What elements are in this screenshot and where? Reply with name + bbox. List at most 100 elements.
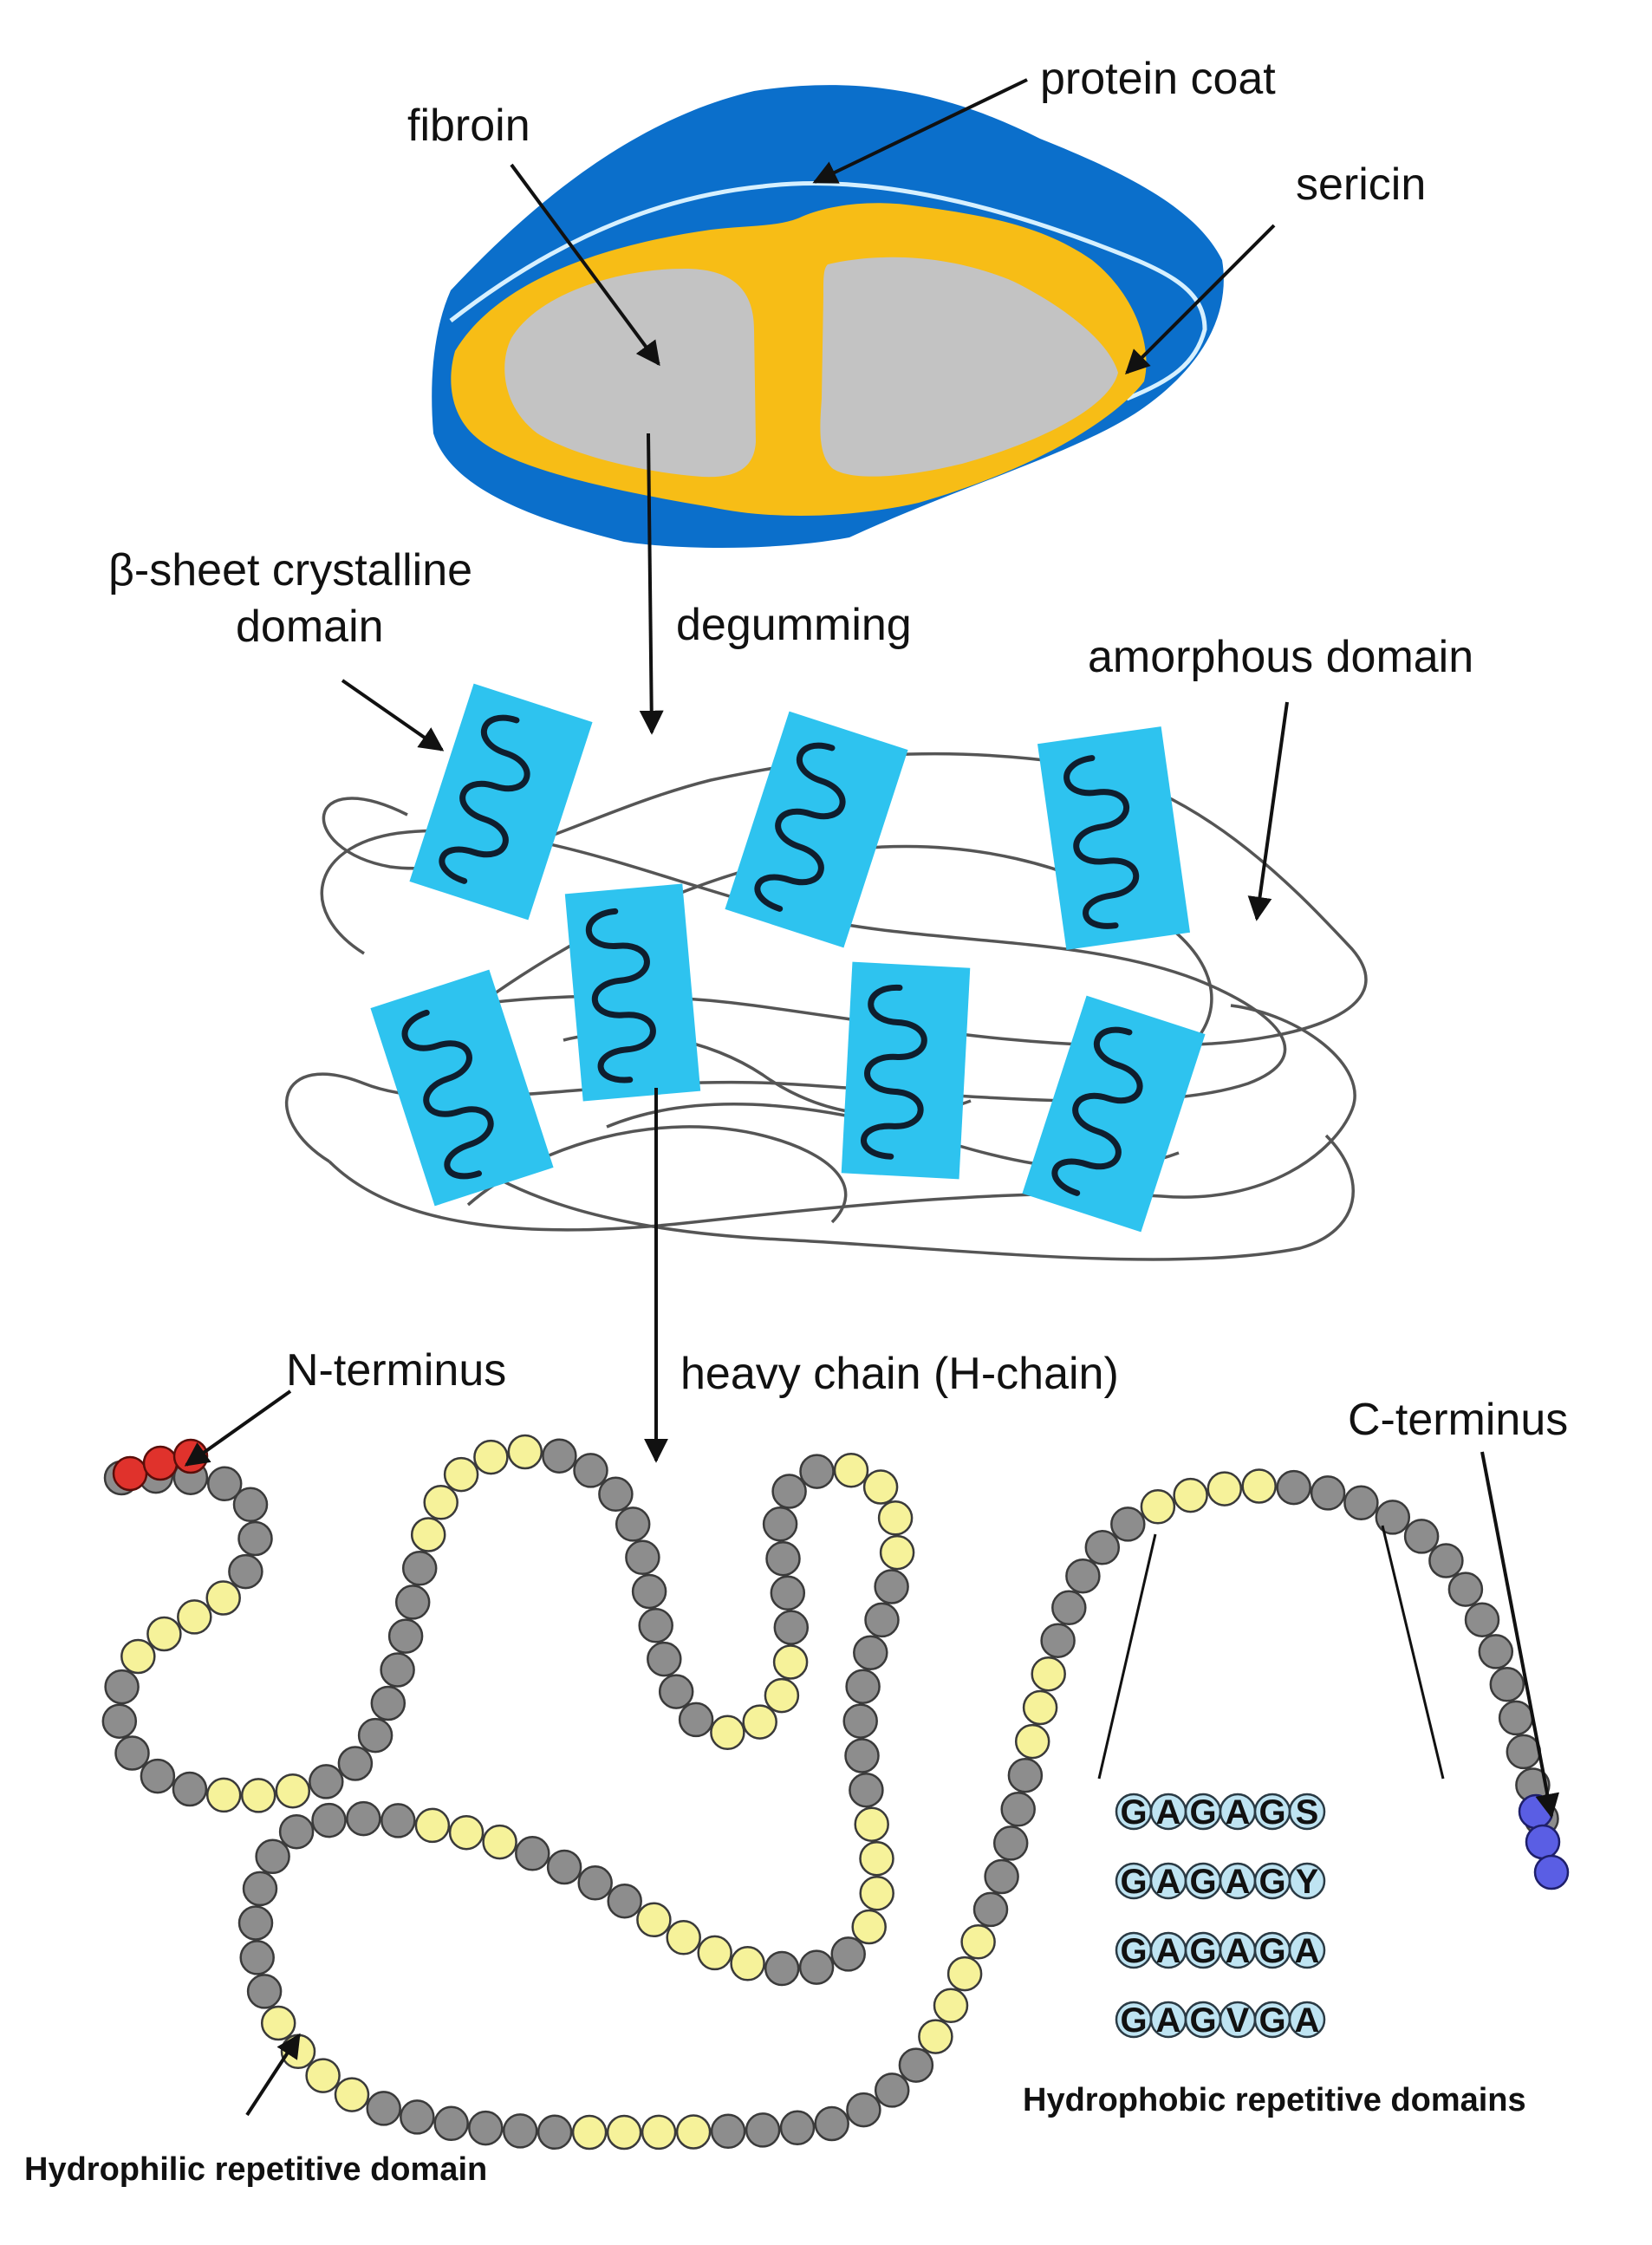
crystal-block: [564, 883, 701, 1102]
amino-acid-residue: [862, 1469, 899, 1505]
amino-acid-residue: [1014, 1723, 1050, 1760]
sequence-residue-letter: G: [1259, 1863, 1285, 1901]
amino-acid-residue: [448, 1814, 485, 1851]
hydrophilic-domain-caption: Hydrophilic repetitive domain: [24, 2151, 487, 2188]
arrows: [184, 78, 1560, 2117]
crystal-block: [370, 969, 554, 1207]
sericin-arrow: [1125, 224, 1276, 374]
amino-acid-residue: [114, 1735, 150, 1771]
amino-acid-residue: [410, 1517, 446, 1552]
degumming-arrow: [639, 433, 664, 735]
amino-acid-residue: [830, 1936, 866, 1972]
amino-acid-residue: [275, 1773, 311, 1809]
amino-acid-residue: [387, 1618, 424, 1654]
amino-acid-residue: [879, 1534, 915, 1571]
amino-acid-residue: [1276, 1469, 1311, 1506]
amino-acid-residue: [874, 2073, 910, 2108]
amino-acid-residue: [946, 1955, 983, 1992]
fibroin-arrow: [510, 163, 660, 367]
fibroin-core-left: [504, 269, 756, 478]
crystal-block: [409, 683, 593, 921]
amino-acid-residue: [146, 1616, 182, 1652]
amino-acid-residue: [851, 1909, 887, 1945]
amino-acid-residue: [120, 1638, 156, 1675]
amino-acid-residue: [172, 1771, 208, 1807]
amino-acid-residue: [1031, 1656, 1066, 1692]
amino-acid-residue: [502, 2113, 538, 2149]
amino-acid-residue: [641, 2114, 677, 2151]
amino-acid-residue: [636, 1902, 672, 1938]
c-terminus-label: C-terminus: [1348, 1395, 1568, 1445]
amino-acid-residue: [357, 1717, 393, 1754]
amino-acid-residue: [394, 1585, 431, 1620]
amino-acid-residue: [482, 1824, 517, 1860]
amino-acid-residue: [710, 2113, 746, 2150]
amino-acid-residue: [638, 1608, 673, 1643]
amino-acid-residue: [771, 1474, 807, 1509]
amino-acid-residue: [542, 1438, 577, 1474]
amino-acid-residue: [859, 1840, 894, 1877]
hydrophilic-domain-arrow: [245, 2033, 301, 2117]
amino-acid-residue: [745, 2112, 781, 2148]
amino-acid-residue: [537, 2114, 573, 2151]
amino-acid-residue: [346, 1800, 381, 1837]
amino-acid-residue: [710, 1715, 745, 1751]
sequence-residue-letter: S: [1296, 1793, 1319, 1832]
amino-acid-residue: [1051, 1590, 1087, 1626]
amino-acid-residue: [246, 1974, 283, 2009]
amino-acid-residue: [658, 1674, 694, 1709]
amino-acid-residue: [846, 2092, 881, 2128]
sequence-residue-letter: A: [1226, 1793, 1251, 1832]
amino-acid-residue: [1040, 1623, 1076, 1658]
sequence-residue-letter: Y: [1296, 1863, 1319, 1901]
amino-acid-residue: [242, 1871, 278, 1907]
silk-fiber-cross-section: [432, 85, 1224, 548]
sequence-residue-letter: G: [1189, 2001, 1216, 2040]
amino-acid-residue: [1447, 1572, 1484, 1607]
c-terminus-residue: [1533, 1854, 1570, 1890]
amino-acid-residue: [697, 1935, 732, 1971]
sequence-residue-letter: G: [1189, 1932, 1216, 1970]
amino-acid-residue: [1022, 1689, 1058, 1726]
amino-acid-residue: [960, 1924, 996, 1960]
beta-sheet-crystal-blocks: [370, 683, 1206, 1233]
amino-acid-residue: [1343, 1485, 1379, 1521]
amino-acid-residue: [742, 1704, 777, 1740]
crystal-block: [841, 961, 971, 1180]
beta-sheet-arrow: [341, 679, 445, 752]
heavy-chain-label: heavy chain (H-chain): [680, 1349, 1119, 1399]
amino-acid-residue: [625, 1539, 660, 1576]
sequence-residue-letter: A: [1156, 1863, 1181, 1901]
amino-acid-residue: [577, 1865, 613, 1901]
amino-acid-residue: [844, 1738, 880, 1773]
amino-acid-residue: [918, 2019, 953, 2054]
sequence-residue-letter: A: [1226, 1863, 1251, 1901]
amino-acid-residue: [507, 1434, 543, 1470]
amino-acid-residue: [334, 2077, 370, 2112]
amino-acid-residue: [1000, 1792, 1036, 1827]
amino-acid-residue: [468, 2110, 504, 2146]
amino-acid-residue: [1506, 1734, 1542, 1770]
amino-acid-residue: [764, 1677, 800, 1714]
amino-acid-residue: [177, 1599, 212, 1635]
amino-acid-residue: [675, 2114, 712, 2150]
amino-acid-residue: [573, 1453, 608, 1488]
sequence-residue-letter: G: [1189, 1793, 1216, 1832]
protein-coat-label: protein coat: [1040, 54, 1276, 104]
amino-acid-residue: [772, 1644, 809, 1680]
amino-acid-residue: [571, 2114, 608, 2151]
amino-acid-residue: [228, 1553, 263, 1590]
protein-coat-arrow: [812, 78, 1028, 184]
amino-acid-residue: [380, 1803, 416, 1838]
amino-acid-residue: [854, 1806, 889, 1842]
amino-acid-residue: [1498, 1700, 1534, 1736]
n-terminus-label: N-terminus: [286, 1345, 506, 1396]
sequence-residue-letter: G: [1259, 1793, 1285, 1832]
amino-acid-residue: [104, 1669, 140, 1705]
amino-acid-residue: [1428, 1543, 1464, 1578]
amino-acid-residue: [400, 2099, 435, 2135]
amino-acid-residue: [631, 1573, 667, 1610]
amino-acid-residue: [443, 1456, 479, 1493]
